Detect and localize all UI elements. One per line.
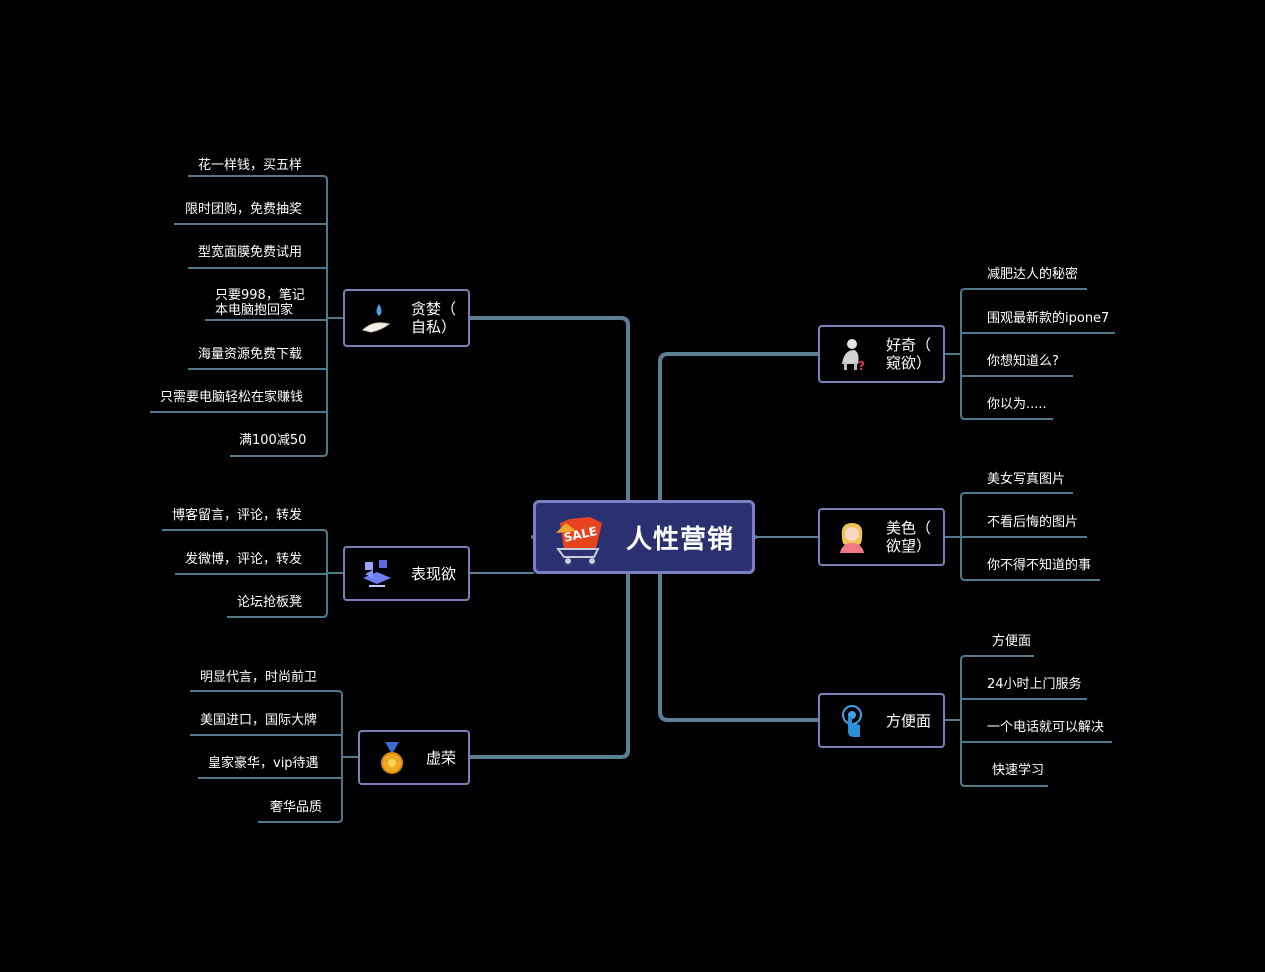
branch-convenient[interactable]: 方便面 bbox=[818, 693, 945, 748]
leaf-show-2[interactable]: 发微博，评论，转发 bbox=[185, 552, 303, 567]
leaf-vanity-2[interactable]: 美国进口，国际大牌 bbox=[200, 713, 318, 728]
branch-curious[interactable]: ? 好奇（ 窥欲） bbox=[818, 325, 945, 383]
leaf-vanity-1[interactable]: 明显代言，时尚前卫 bbox=[200, 670, 318, 685]
branch-show[interactable]: 表现欲 bbox=[343, 546, 470, 601]
leaf-vanity-3[interactable]: 皇家豪华，vip待遇 bbox=[208, 756, 319, 771]
branch-show-label: 表现欲 bbox=[411, 564, 457, 583]
leaf-curious-1[interactable]: 减肥达人的秘密 bbox=[987, 267, 1079, 282]
leaf-beauty-2[interactable]: 不看后悔的图片 bbox=[987, 515, 1079, 530]
leaf-greed-7[interactable]: 满100减50 bbox=[239, 433, 307, 448]
leaf-show-3[interactable]: 论坛抢板凳 bbox=[237, 595, 303, 610]
leaf-beauty-3[interactable]: 你不得不知道的事 bbox=[987, 558, 1092, 573]
branch-greed[interactable]: 贪婪（ 自私） bbox=[343, 289, 470, 347]
leaf-convenient-2[interactable]: 24小时上门服务 bbox=[987, 677, 1082, 692]
branch-beauty[interactable]: 美色（ 欲望） bbox=[818, 508, 945, 566]
leaf-curious-2[interactable]: 围观最新款的ipone7 bbox=[987, 311, 1110, 326]
blocks-icon bbox=[357, 554, 397, 594]
leaf-greed-2[interactable]: 限时团购，免费抽奖 bbox=[185, 202, 303, 217]
leaf-greed-3[interactable]: 型宽面膜免费试用 bbox=[198, 245, 303, 260]
branch-vanity[interactable]: 虚荣 bbox=[358, 730, 470, 785]
branch-convenient-label: 方便面 bbox=[886, 711, 932, 730]
svg-text:SALE: SALE bbox=[562, 524, 598, 545]
touch-hand-icon bbox=[832, 701, 872, 741]
woman-avatar-icon bbox=[832, 517, 872, 557]
leaf-curious-3[interactable]: 你想知道么? bbox=[987, 354, 1059, 369]
central-topic[interactable]: SALE 人性营销 bbox=[533, 500, 755, 574]
leaf-greed-5[interactable]: 海量资源免费下载 bbox=[198, 347, 303, 362]
question-person-icon: ? bbox=[832, 334, 872, 374]
svg-text:?: ? bbox=[858, 359, 865, 372]
water-drop-hand-icon bbox=[357, 298, 397, 338]
leaf-convenient-1[interactable]: 方便面 bbox=[992, 634, 1032, 649]
branch-greed-label: 贪婪（ 自私） bbox=[411, 300, 457, 336]
leaf-beauty-1[interactable]: 美女写真图片 bbox=[987, 472, 1066, 487]
leaf-vanity-4[interactable]: 奢华品质 bbox=[270, 800, 323, 815]
leaf-greed-1[interactable]: 花一样钱，买五样 bbox=[198, 158, 303, 173]
leaf-greed-6[interactable]: 只需要电脑轻松在家赚钱 bbox=[160, 390, 304, 405]
leaf-convenient-3[interactable]: 一个电话就可以解决 bbox=[987, 720, 1105, 735]
leaf-curious-4[interactable]: 你以为..... bbox=[987, 397, 1047, 412]
leaf-convenient-4[interactable]: 快速学习 bbox=[992, 763, 1045, 778]
medal-icon bbox=[372, 738, 412, 778]
branch-curious-label: 好奇（ 窥欲） bbox=[886, 336, 932, 372]
leaf-greed-4[interactable]: 只要998，笔记 本电脑抱回家 bbox=[215, 288, 305, 318]
leaf-show-1[interactable]: 博客留言，评论，转发 bbox=[172, 508, 303, 523]
branch-vanity-label: 虚荣 bbox=[426, 748, 457, 767]
central-topic-title: 人性营销 bbox=[626, 524, 735, 555]
sale-cart-icon: SALE bbox=[550, 509, 608, 565]
branch-beauty-label: 美色（ 欲望） bbox=[886, 519, 932, 555]
